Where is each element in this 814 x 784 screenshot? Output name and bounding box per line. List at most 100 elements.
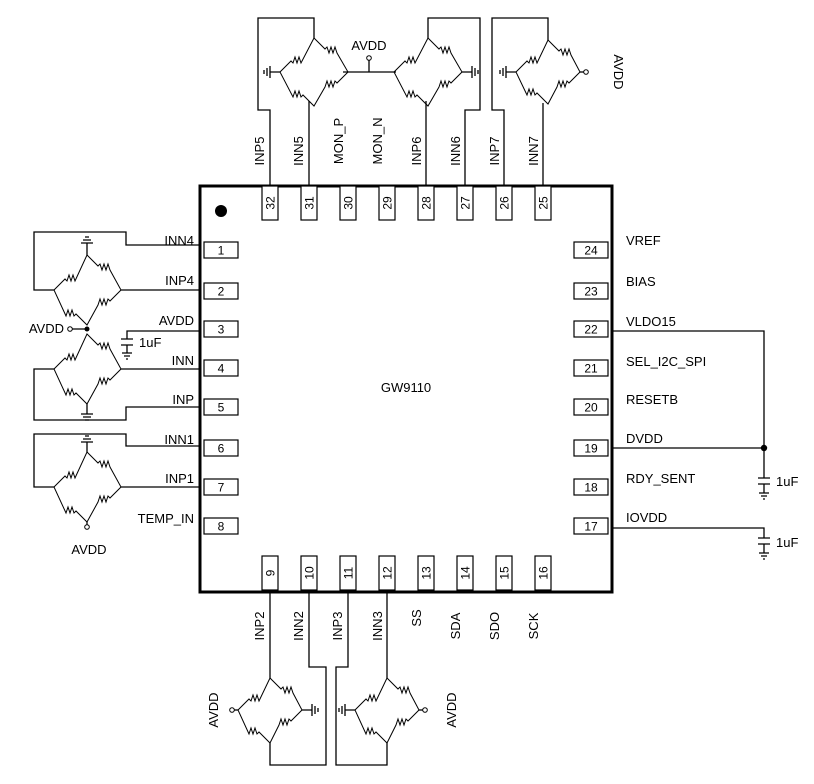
- pin-32-number: 32: [264, 196, 278, 210]
- pin-3-number: 3: [218, 323, 225, 337]
- top-signals: INP5 INN5 MON_P MON_N INP6 INN6 INP7 INN…: [252, 118, 541, 166]
- pin-7-number: 7: [218, 481, 225, 495]
- pin-18-box: [573, 478, 609, 496]
- pin-20-box: [573, 398, 609, 416]
- left-pin-column: 1 2 3 4 5 6 7 8: [203, 241, 239, 535]
- pin-17-box: [573, 517, 609, 535]
- cap-dvdd-label: 1uF: [776, 474, 798, 489]
- ground-icon: [759, 488, 769, 500]
- ground-icon: [81, 435, 93, 452]
- pin-3-box: [203, 320, 239, 338]
- signal-inn3: INN3: [370, 611, 385, 641]
- bridge-c-resistor-diamond: [53, 451, 122, 523]
- terminal-circle: [583, 69, 589, 75]
- pin-15-box: [495, 555, 513, 591]
- pin1-marker-dot: [215, 205, 227, 217]
- right-signals: VREF BIAS VLDO15 SEL_I2C_SPI RESETB DVDD…: [626, 233, 706, 525]
- signal-inp7: INP7: [487, 137, 502, 166]
- chip-name: GW9110: [381, 380, 431, 395]
- signal-sda: SDA: [448, 612, 463, 639]
- pin-12-number: 12: [381, 566, 395, 580]
- bridge-a-resistor-diamond: [53, 254, 122, 326]
- pin-28-number: 28: [420, 196, 434, 210]
- signal-sel-i2c-spi: SEL_I2C_SPI: [626, 354, 706, 369]
- signal-inn: INN: [172, 353, 194, 368]
- pin-31-number: 31: [303, 196, 317, 210]
- pin-11-number: 11: [342, 566, 356, 579]
- signal-sdo: SDO: [487, 612, 502, 640]
- pin-19-box: [573, 439, 609, 457]
- pin-24-box: [573, 241, 609, 259]
- bridge-bottom-right-resistor-diamond: [354, 677, 420, 744]
- cap-avdd-label: 1uF: [139, 335, 161, 350]
- cap-iovdd-label: 1uF: [776, 535, 798, 550]
- pin-4-box: [203, 359, 239, 377]
- ground-icon: [81, 236, 93, 255]
- right-pin-column: 24 23 22 21 20 19 18 17: [573, 241, 609, 535]
- pin-9-box: [261, 555, 279, 591]
- ground-symbols: [81, 66, 769, 716]
- pin-8-number: 8: [218, 520, 225, 534]
- signal-inp2: INP2: [252, 612, 267, 641]
- pin-29-number: 29: [381, 196, 395, 210]
- bridge-resistors: [53, 37, 581, 744]
- ground-icon: [122, 349, 132, 360]
- wires: [33, 17, 765, 766]
- pin-18-number: 18: [584, 481, 598, 495]
- chip-body: [198, 184, 614, 594]
- signal-inp3: INP3: [330, 612, 345, 641]
- pin-27-number: 27: [459, 196, 473, 210]
- signal-vldo15: VLDO15: [626, 314, 676, 329]
- pin-29-box: [378, 185, 396, 221]
- pin-16-box: [534, 555, 552, 591]
- signal-ss: SS: [409, 609, 424, 627]
- pin-1-number: 1: [218, 244, 225, 258]
- signal-temp-in: TEMP_IN: [138, 511, 194, 526]
- supply-avdd-left-bottom: AVDD: [71, 542, 106, 557]
- pin-7-box: [203, 478, 239, 496]
- signal-inp6: INP6: [409, 137, 424, 166]
- capacitors: 1uF 1uF 1uF: [121, 335, 798, 550]
- supply-avdd-bottom-right: AVDD: [444, 692, 459, 727]
- ground-icon: [81, 404, 93, 421]
- pin-17-number: 17: [584, 520, 598, 534]
- pin-20-number: 20: [584, 401, 598, 415]
- pin-15-number: 15: [498, 566, 512, 580]
- capacitor-icon: [121, 338, 133, 349]
- pin-24-number: 24: [584, 244, 598, 258]
- terminal-circle: [84, 524, 90, 530]
- signal-avdd: AVDD: [159, 313, 194, 328]
- supply-avdd-top-right: AVDD: [611, 54, 626, 89]
- pin-4-number: 4: [218, 362, 225, 376]
- pin-23-box: [573, 282, 609, 300]
- pin-25-number: 25: [537, 196, 551, 210]
- capacitor-icon: [758, 537, 770, 548]
- pin-13-number: 13: [420, 566, 434, 580]
- signal-sck: SCK: [526, 612, 541, 639]
- pin-10-box: [300, 555, 318, 591]
- supply-avdd-left: AVDD: [29, 321, 64, 336]
- bridge-top-mid-resistor-diamond: [393, 37, 463, 107]
- capacitor-icon: [758, 477, 770, 488]
- signal-inp4: INP4: [165, 273, 194, 288]
- pin-13-box: [417, 555, 435, 591]
- ground-icon: [499, 66, 516, 78]
- pin-14-box: [456, 555, 474, 591]
- pin-22-box: [573, 320, 609, 338]
- supply-avdd-top: AVDD: [351, 38, 386, 53]
- ground-icon: [263, 66, 280, 78]
- pin-22-number: 22: [584, 323, 598, 337]
- bottom-signals: INP2 INN2 INP3 INN3 SS SDA SDO SCK: [252, 609, 541, 641]
- signal-mon-n: MON_N: [370, 118, 385, 165]
- signal-inn1: INN1: [164, 432, 194, 447]
- signal-inn7: INN7: [526, 136, 541, 166]
- pin-5-number: 5: [218, 401, 225, 415]
- ground-icon: [338, 704, 355, 716]
- pin-5-box: [203, 398, 239, 416]
- signal-dvdd: DVDD: [626, 431, 663, 446]
- signal-inp5: INP5: [252, 137, 267, 166]
- junctions: [67, 55, 768, 713]
- pin-9-number: 9: [264, 569, 278, 576]
- pin-2-box: [203, 282, 239, 300]
